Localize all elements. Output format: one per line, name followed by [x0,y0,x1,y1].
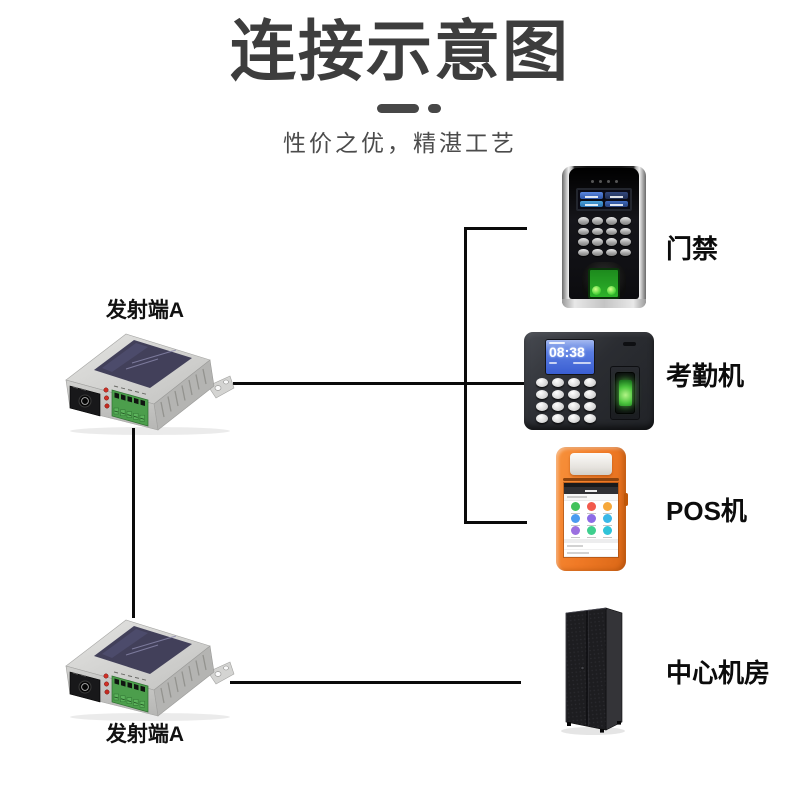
line-branch-access-control [464,227,527,230]
keypad-button [619,227,631,235]
attendance-keypad [536,378,596,423]
access-control-device [562,166,646,308]
fingerprint-sensor [618,380,632,406]
screen-app-icon [580,200,603,207]
keypad-button [536,390,548,399]
fingerprint-sensor-glass [588,268,620,299]
fingerprint-window [615,372,635,414]
speaker-holes [590,180,618,183]
keypad-button [552,378,564,387]
keypad-button [584,402,596,411]
line-transmitter1-to-attendance [233,382,524,385]
keypad-button [536,378,548,387]
pos-screen [564,483,618,557]
pos-side-button [624,493,628,506]
server-rack-device [561,607,625,735]
line-transmitter2-to-server-room [230,681,521,684]
fiber-transmitter-bottom [60,610,236,722]
screen-app-icon [605,192,628,199]
pos-app-icon [583,502,599,514]
page-title: 连接示意图 [230,14,570,88]
title-divider-bar [377,104,419,113]
screen-app-icon [580,192,603,199]
pos-app-icon [583,526,599,538]
pos-app-icon [599,502,615,514]
access-control-base [562,299,646,308]
keypad-button [552,390,564,399]
keypad-button [605,217,617,225]
pos-terminal-label: POS机 [666,496,747,526]
keypad-button [591,227,603,235]
keypad-button [584,390,596,399]
keypad-button [619,238,631,246]
keypad-button [584,414,596,423]
fingerprint-panel [610,366,640,420]
pos-list-row [564,550,618,557]
keypad-button [591,217,603,225]
keypad-button [605,227,617,235]
keypad-button [619,248,631,256]
line-transmitter1-to-transmitter2 [132,428,135,618]
keypad-button [568,378,580,387]
attendance-machine-label: 考勤机 [666,361,745,391]
access-control-front-panel [569,168,639,299]
pos-app-icon [567,514,583,526]
title-divider-dot [428,104,441,113]
server-room-label: 中心机房 [666,658,771,688]
access-control-screen [576,188,632,211]
attendance-screen: 08:38 [546,340,594,374]
pos-app-icon [567,526,583,538]
keypad-button [568,402,580,411]
keypad-button [577,238,589,246]
pos-app-icon [583,514,599,526]
pos-list-row [564,543,618,550]
pos-printer-cover [570,453,612,475]
screen-clock: 08:38 [549,344,585,360]
keypad-button [605,238,617,246]
pos-statusbar [564,483,618,487]
keypad-button [568,390,580,399]
keypad-button [568,414,580,423]
keypad-button [619,217,631,225]
pos-app-icon [567,502,583,514]
transmitter-bottom-label: 发射端A [105,723,185,746]
screen-date-row [549,362,591,364]
keypad-button [605,248,617,256]
keypad-button [591,248,603,256]
transmitter-top-label: 发射端A [105,299,185,322]
access-control-keypad [577,217,631,256]
pos-terminal-device [556,447,628,571]
keypad-button [552,414,564,423]
fingerprint-scanner [582,262,626,299]
keypad-button [536,414,548,423]
attendance-top-slot [623,342,636,346]
screen-app-icon [605,200,628,207]
keypad-button [536,402,548,411]
screen-status-text [549,342,565,344]
keypad-button [577,248,589,256]
fiber-transmitter-top [60,324,236,436]
access-control-label: 门禁 [666,234,719,264]
pos-subheader [564,494,618,501]
pos-app-grid [564,501,618,539]
pos-section-band [564,539,618,543]
pos-app-icon [599,514,615,526]
keypad-button [591,238,603,246]
line-vertical-bus [464,227,467,524]
pos-titlebar [564,487,618,494]
attendance-machine-device: 08:38 [524,332,654,430]
keypad-button [577,227,589,235]
pos-paper-slot [563,478,619,481]
keypad-button [552,402,564,411]
pos-app-icon [599,526,615,538]
line-branch-pos [464,521,527,524]
keypad-button [577,217,589,225]
page-subtitle: 性价之优，精湛工艺 [283,130,517,156]
keypad-button [584,378,596,387]
